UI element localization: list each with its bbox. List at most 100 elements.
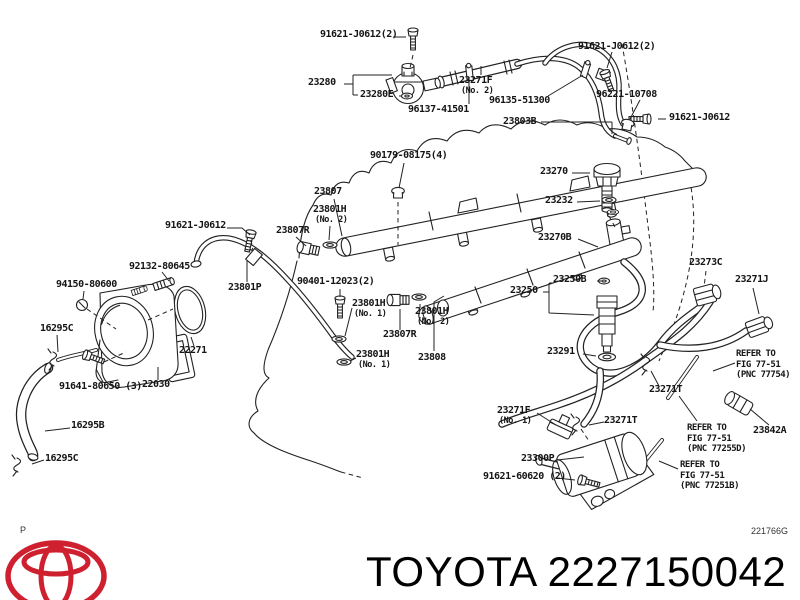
part-number-text: 23808 xyxy=(418,352,446,363)
part-number-text: 23271J xyxy=(735,274,769,285)
part-number-text: 23271T xyxy=(604,415,638,426)
part-label-91621-J0612-right: 91621-J0612 xyxy=(669,113,730,123)
part-number-text: 23291 xyxy=(547,346,575,357)
drawing-code: 221766G xyxy=(751,526,789,536)
part-number-text: 23801P xyxy=(228,282,262,293)
part-label-91621-J0612-2-top-right: 91621-J0612(2) xyxy=(578,41,656,52)
part-label-23270: 23270 xyxy=(540,167,568,177)
part-label-91621-J0612-mid: 91621-J0612 xyxy=(165,221,226,231)
refer-note-line: (PNC 77255D) xyxy=(687,444,747,454)
part-label-23801H-no2-mid: 23801H(No. 2) xyxy=(415,306,450,328)
part-label-23807R-mid: 23807R xyxy=(383,330,417,340)
part-label-16295B: 16295B xyxy=(71,420,105,431)
part-number-text: 22030 xyxy=(142,379,170,390)
part-label-23271T-upper: 23271T xyxy=(649,384,683,395)
part-label-94150-80600: 94150-80600 xyxy=(56,280,117,290)
part-label-suffix: (No. 1) xyxy=(499,416,532,426)
part-label-23250: 23250 xyxy=(510,286,538,296)
part-number-text: 23801H xyxy=(313,204,347,215)
part-label-23271F-no2: 23271F(No. 2) xyxy=(459,75,494,97)
part-number-text: 23232 xyxy=(545,195,573,206)
part-number-text: 23807R xyxy=(276,225,310,236)
connector-23842a xyxy=(724,391,754,416)
part-label-23271T-mid: 23271T xyxy=(604,415,638,426)
part-number-text: 94150-80600 xyxy=(56,279,117,290)
refer-note-line: (PNC 77251B) xyxy=(680,481,740,491)
refer-note-line: FIG 77-51 xyxy=(736,359,781,370)
part-label-22271: 22271 xyxy=(179,346,207,356)
part-number-text: 16295B xyxy=(71,420,105,431)
part-number-text: 92132-80645 xyxy=(129,261,190,272)
part-label-23801H-no1-lower: 23801H(No. 1) xyxy=(356,349,391,371)
part-label-23270B: 23270B xyxy=(538,232,572,243)
part-label-91641-80650-3: 91641-80650 (3) xyxy=(59,382,142,392)
leader-lines xyxy=(31,36,770,481)
part-number-text: 91621-J0612(2) xyxy=(578,41,656,52)
part-number-text: 23280 xyxy=(308,77,336,88)
fuel-rail-2 xyxy=(418,218,642,325)
refer-note-line: REFER TO xyxy=(680,460,720,470)
throttle-body xyxy=(11,276,207,477)
part-label-16295C-upper: 16295C xyxy=(40,324,74,334)
part-label-96137-41501: 96137-41501 xyxy=(408,105,469,115)
part-number-text: 23250 xyxy=(510,285,538,296)
part-number-text: 96221-10708 xyxy=(596,89,657,100)
part-number-text: 23300P xyxy=(521,453,555,464)
part-label-23280: 23280 xyxy=(308,78,336,88)
fuel-pressure-regulator xyxy=(593,162,621,215)
part-label-suffix: (No. 2) xyxy=(417,317,450,327)
refer-note-line: FIG 77-51 xyxy=(680,470,725,481)
part-number-text: 23803B xyxy=(503,116,537,127)
part-number-text: 23271F xyxy=(459,75,493,86)
part-label-23803B: 23803B xyxy=(503,116,537,127)
part-number-text: 23807 xyxy=(314,186,342,197)
part-number-text: 23801H xyxy=(356,349,390,360)
part-number-text: 91621-J0612 xyxy=(669,112,730,123)
part-label-90179-08175-4: 90179-08175(4) xyxy=(370,150,448,161)
refer-note-line: REFER TO xyxy=(687,423,727,433)
part-label-23291: 23291 xyxy=(547,347,575,357)
part-number-text: 23271T xyxy=(649,384,683,395)
part-number-text: 90179-08175(4) xyxy=(370,150,448,161)
part-label-23250B: 23250B xyxy=(553,274,587,285)
part-label-23801H-no1-upper: 23801H(No. 1) xyxy=(352,298,387,320)
part-number-text: 23250B xyxy=(553,274,587,285)
part-number-text: 23270 xyxy=(540,166,568,177)
part-label-23807: 23807 xyxy=(314,187,342,197)
toyota-logo xyxy=(5,540,107,600)
part-number-text: 16295C xyxy=(45,453,79,464)
part-label-96135-51300: 96135-51300 xyxy=(489,96,550,106)
part-label-23271J: 23271J xyxy=(735,274,769,285)
part-number-text: 91621-60620 (2) xyxy=(483,471,566,482)
part-label-23280E: 23280E xyxy=(360,90,394,100)
connector-23273c xyxy=(692,283,722,307)
throttle-screw xyxy=(75,298,89,312)
part-label-23807R-left: 23807R xyxy=(276,225,310,236)
part-label-suffix: (No. 2) xyxy=(315,215,348,225)
part-label-suffix: (No. 2) xyxy=(461,86,494,96)
part-number-text: 96137-41501 xyxy=(408,104,469,115)
fuel-injector xyxy=(596,295,618,362)
part-label-23232: 23232 xyxy=(545,196,573,206)
part-label-22030: 22030 xyxy=(142,380,170,390)
refer-note-line: (PNC 77754) xyxy=(736,370,791,380)
part-number-text: 23270B xyxy=(538,232,572,243)
part-label-91621-J0612-2-top-left: 91621-J0612(2) xyxy=(320,30,398,40)
connector-23271j xyxy=(744,316,774,338)
part-number-text: 23801H xyxy=(415,306,449,317)
part-label-16295C-lower: 16295C xyxy=(45,453,79,464)
part-number-text: 91641-80650 (3) xyxy=(59,381,142,392)
refer-note-line: REFER TO xyxy=(736,349,776,359)
part-label-90401-12023-2: 90401-12023(2) xyxy=(297,277,375,287)
fuel-pump-assembly xyxy=(534,431,655,511)
part-number-text: 23801H xyxy=(352,298,386,309)
part-number-text: 96135-51300 xyxy=(489,95,550,106)
part-label-23273C: 23273C xyxy=(689,258,723,268)
part-label-suffix: (No. 1) xyxy=(354,309,387,319)
footer-title: TOYOTA 2227150042 xyxy=(366,548,787,595)
part-label-23808: 23808 xyxy=(418,353,446,363)
injector-grommet xyxy=(597,352,617,362)
